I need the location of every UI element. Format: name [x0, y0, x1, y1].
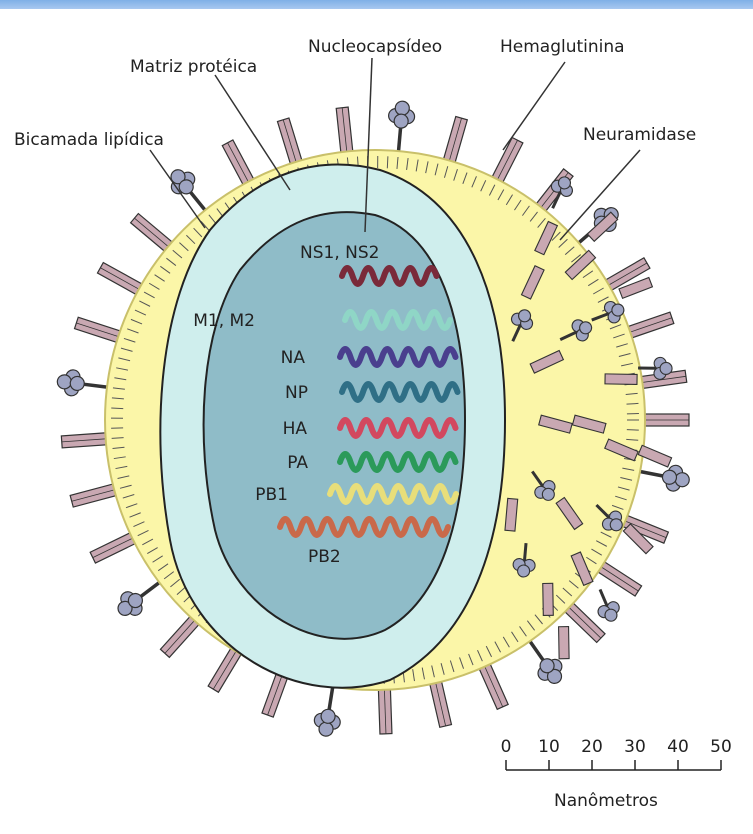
neuraminidase-spike	[385, 100, 416, 156]
ha-rod	[559, 627, 570, 659]
leader-matrix	[215, 75, 290, 190]
neuraminidase-spike	[590, 585, 624, 625]
ha-rod-groove	[213, 648, 238, 689]
scale-tick-label: 50	[710, 737, 732, 757]
hemagglutinin-spike	[61, 433, 110, 448]
na-head-lobe	[395, 101, 410, 116]
bilayer-hair	[387, 156, 388, 168]
neuraminidase-spike	[312, 681, 346, 738]
hemagglutinin-spike	[505, 498, 518, 531]
na-head-lobe	[394, 114, 409, 129]
leader-bilayer	[150, 150, 205, 228]
segment-label: HA	[283, 419, 308, 439]
ha-rod	[638, 445, 671, 467]
ha-rod-groove	[134, 218, 171, 249]
scale-ticks: 0 10 20 30 40 50	[501, 737, 732, 770]
na-head-lobe	[517, 564, 530, 577]
segment-label: M1, M2	[193, 311, 255, 331]
ha-rod-groove	[566, 605, 601, 638]
hemagglutinin-spike	[638, 445, 671, 467]
ha-rod	[605, 374, 637, 385]
ha-rod	[543, 583, 554, 615]
scale-tick-label: 20	[581, 737, 603, 757]
ha-rod-groove	[598, 565, 638, 591]
ha-rod-groove	[93, 537, 136, 558]
scale-tick-label: 10	[538, 737, 560, 757]
ha-rod-groove	[228, 143, 251, 185]
hemagglutinin-spike	[605, 374, 637, 385]
neuraminidase-spike	[56, 368, 113, 400]
segment-label: PA	[287, 453, 308, 473]
hemagglutinin-spike	[641, 414, 689, 426]
ha-rod-groove	[496, 140, 518, 183]
na-stalk	[524, 543, 526, 561]
segment-label: NP	[285, 383, 308, 403]
label-nucleocapsid: Nucleocapsídeo	[308, 37, 442, 57]
label-neuraminidase: Neuramidase	[583, 125, 696, 145]
label-bilayer: Bicamada lipídica	[14, 130, 164, 150]
ha-rod-groove	[100, 268, 142, 291]
ha-rod	[505, 498, 518, 531]
ha-rod-groove	[165, 618, 197, 654]
hemagglutinin-spike	[543, 583, 554, 615]
segment-label: PB1	[255, 485, 288, 505]
scale-tick-label: 40	[667, 737, 689, 757]
hemagglutinin-spike	[336, 107, 353, 156]
hemagglutinin-spike	[559, 627, 570, 659]
leader-hemagglutinin	[503, 62, 565, 150]
bilayer-hair	[111, 408, 123, 409]
segment-label: NS1, NS2	[300, 243, 379, 263]
hemagglutinin-spike	[70, 483, 119, 507]
label-hemagglutinin: Hemaglutinina	[500, 37, 625, 57]
na-head-lobe	[660, 362, 672, 374]
hemagglutinin-spike	[378, 686, 392, 734]
segment-label: NA	[281, 348, 306, 368]
na-stalk	[600, 589, 607, 606]
scale-bar: 0 10 20 30 40 50 Nanômetros	[501, 737, 732, 811]
segment-label: PB2	[308, 547, 341, 567]
scale-unit: Nanômetros	[554, 791, 658, 811]
scale-tick-label: 0	[501, 737, 512, 757]
scale-tick-label: 30	[624, 737, 646, 757]
label-matrix: Matriz protéica	[130, 57, 257, 77]
hemagglutinin-spike	[429, 678, 451, 727]
